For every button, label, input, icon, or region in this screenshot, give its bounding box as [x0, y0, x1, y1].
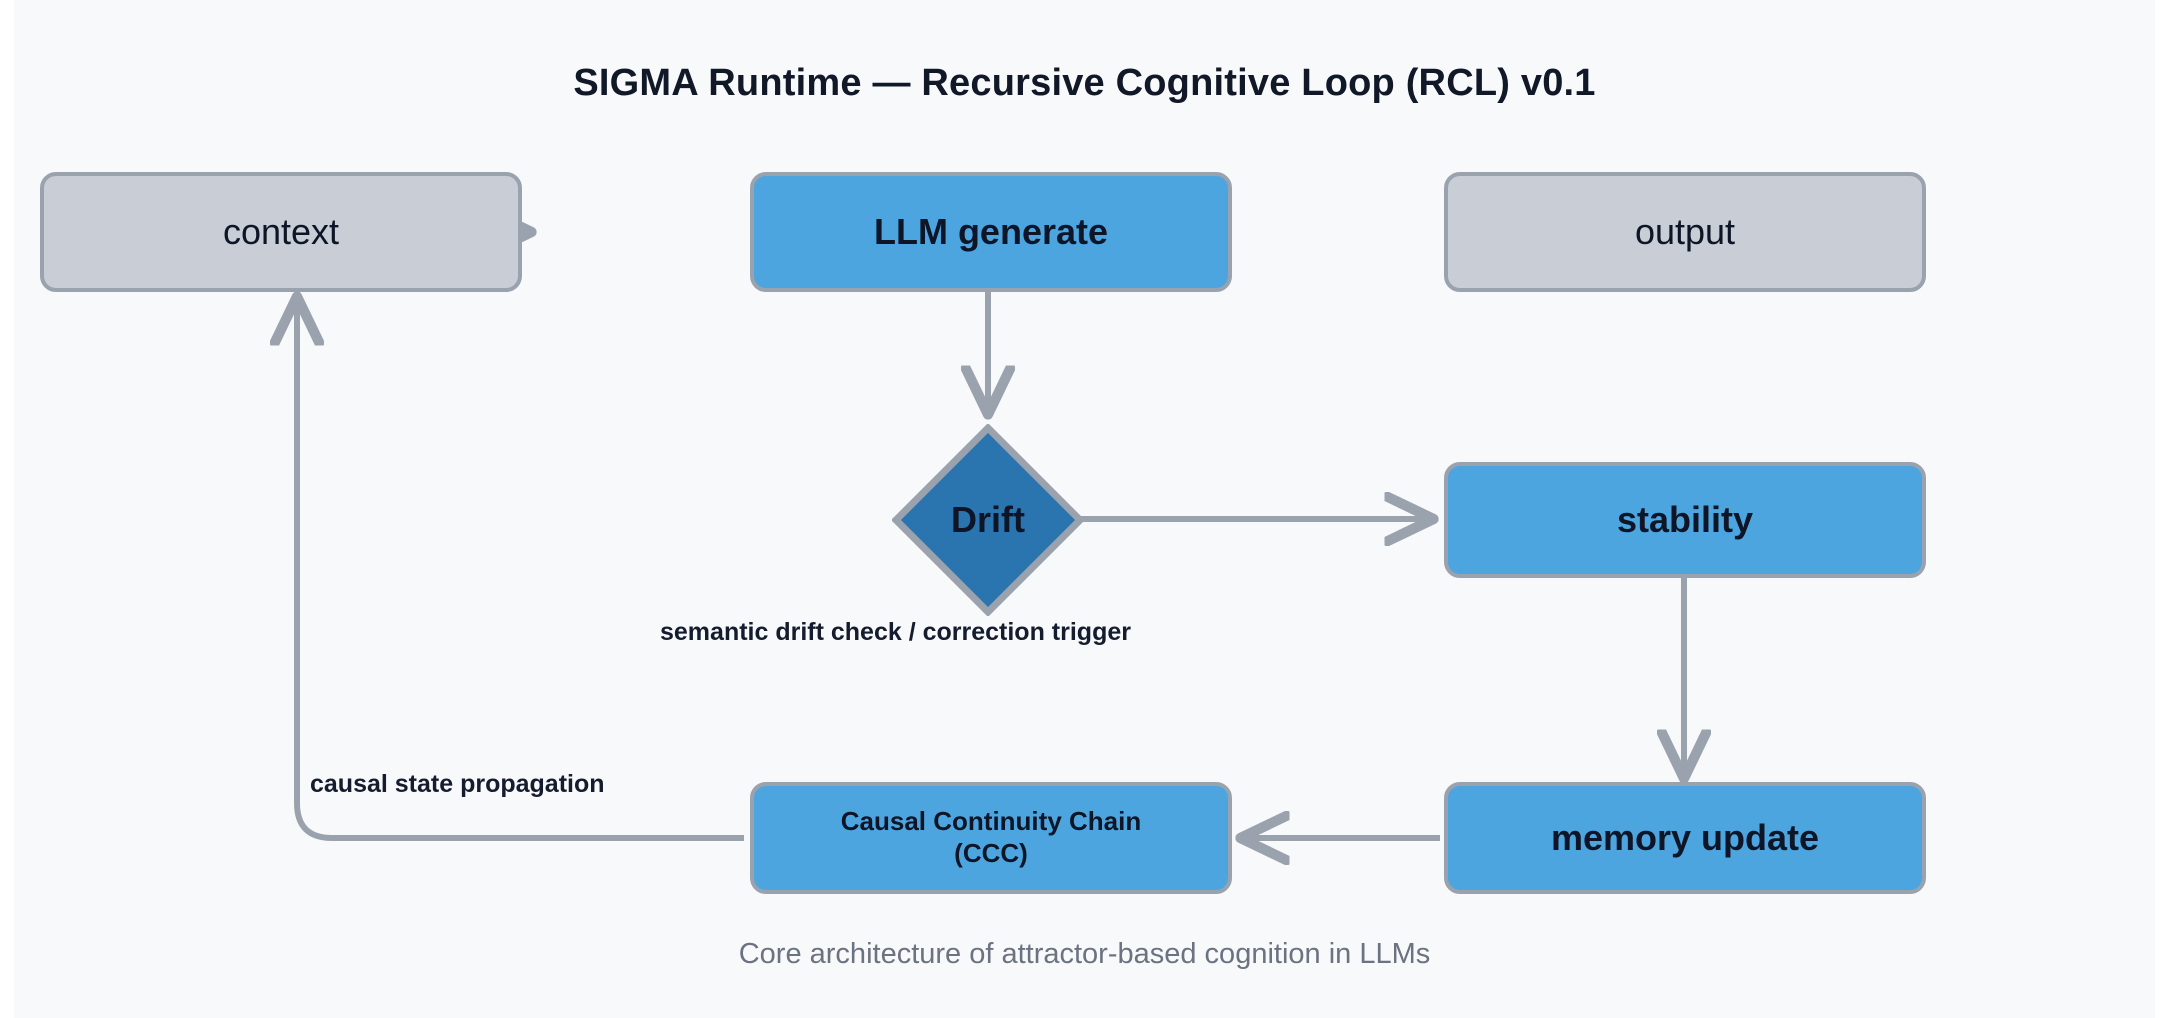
node-ccc-label-line2: (CCC)	[954, 838, 1028, 868]
node-ccc[interactable]: Causal Continuity Chain (CCC)	[750, 782, 1232, 894]
diagram-caption: Core architecture of attractor-based cog…	[738, 938, 1431, 970]
node-memory-update-label: memory update	[1550, 817, 1820, 859]
node-output-label: output	[1634, 211, 1736, 253]
node-memory-update[interactable]: memory update	[1444, 782, 1926, 894]
node-ccc-label-line1: Causal Continuity Chain	[840, 806, 1142, 837]
node-stability[interactable]: stability	[1444, 462, 1926, 578]
node-drift[interactable]: Drift	[892, 424, 1084, 616]
node-context-label: context	[222, 211, 340, 253]
node-llm-generate[interactable]: LLM generate	[750, 172, 1232, 292]
diamond-shape	[892, 424, 1084, 616]
edge-label-causal-state-propagation: causal state propagation	[310, 770, 605, 798]
page-title: SIGMA Runtime — Recursive Cognitive Loop…	[573, 62, 1596, 104]
node-drift-label: Drift	[951, 499, 1025, 540]
node-llm-generate-label: LLM generate	[873, 211, 1109, 253]
node-stability-label: stability	[1616, 499, 1754, 541]
node-context[interactable]: context	[40, 172, 522, 292]
edge-ccc-to-context	[297, 300, 744, 841]
edge-label-semantic-drift-check: semantic drift check / correction trigge…	[660, 618, 1131, 646]
node-output[interactable]: output	[1444, 172, 1926, 292]
